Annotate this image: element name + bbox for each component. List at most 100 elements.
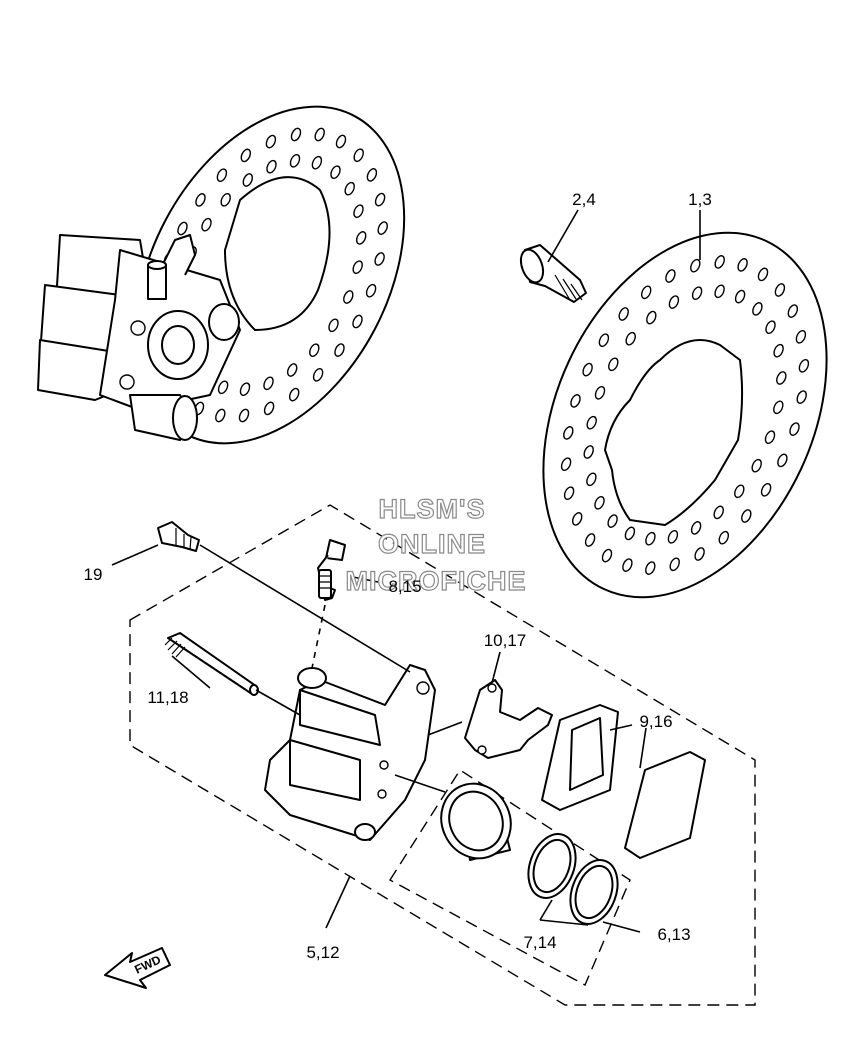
vent-hole: [328, 318, 339, 333]
vent-hole: [774, 283, 786, 297]
vent-hole: [798, 358, 810, 373]
bleed-screw: [317, 539, 346, 601]
vent-hole: [334, 343, 345, 357]
vent-hole: [760, 482, 772, 497]
vent-hole: [714, 255, 725, 269]
slide-pin: [164, 632, 259, 696]
vent-hole: [353, 148, 364, 163]
piston-seals: [527, 833, 619, 925]
vent-hole: [571, 512, 583, 526]
vent-hole: [570, 394, 581, 408]
vent-hole: [352, 314, 363, 329]
vent-hole: [789, 422, 800, 436]
vent-hole: [374, 192, 386, 207]
vent-hole: [594, 385, 606, 400]
disc-bolt: [519, 244, 587, 303]
vent-hole: [177, 221, 188, 236]
vent-hole: [764, 430, 776, 445]
vent-hole: [741, 509, 752, 523]
vent-hole: [563, 426, 574, 440]
vent-hole: [330, 165, 341, 180]
vent-hole: [713, 505, 724, 520]
vent-hole: [751, 458, 762, 473]
vent-hole: [290, 127, 302, 142]
vent-hole: [714, 284, 725, 299]
vent-hole: [734, 484, 745, 499]
callout-8-15: 8,15: [388, 577, 421, 596]
vent-hole: [667, 529, 679, 544]
vent-hole: [311, 155, 323, 170]
vent-hole: [668, 295, 680, 309]
vent-hole: [563, 486, 575, 501]
vent-hole: [765, 320, 776, 335]
vent-hole: [601, 548, 613, 563]
vent-hole: [594, 495, 605, 510]
vent-hole: [314, 127, 325, 142]
vent-hole: [240, 148, 252, 163]
vent-hole: [366, 168, 378, 182]
piston-group-boundary: [389, 769, 631, 986]
watermark-line-2: ONLINE: [378, 529, 486, 559]
watermark-line-1: HLSM'S: [379, 494, 486, 524]
vent-hole: [646, 310, 657, 325]
vent-hole: [795, 329, 807, 344]
vent-hole: [718, 530, 730, 545]
vent-hole: [640, 285, 652, 300]
callout-11-18: 11,18: [147, 688, 188, 707]
vent-hole: [796, 390, 807, 404]
vent-hole: [608, 357, 619, 372]
vent-hole: [201, 217, 212, 232]
vent-hole: [584, 533, 596, 547]
vent-hole: [286, 363, 298, 377]
vent-hole: [752, 302, 763, 316]
vent-hole: [665, 269, 676, 283]
vent-hole: [238, 408, 250, 423]
callout-1-3: 1,3: [688, 190, 712, 209]
vent-hole: [288, 387, 300, 402]
vent-hole: [344, 181, 355, 196]
vent-hole: [216, 168, 228, 183]
vent-hole: [242, 173, 254, 187]
brake-pads: [541, 704, 706, 859]
callout-5-12: 5,12: [306, 943, 339, 962]
vent-hole: [787, 304, 799, 318]
callout-19: 19: [84, 565, 103, 584]
vent-hole: [625, 331, 636, 346]
vent-hole: [352, 260, 363, 275]
vent-hole: [312, 367, 324, 382]
vent-hole: [215, 408, 226, 423]
vent-hole: [217, 380, 229, 395]
watermark-line-3: MICROFICHE: [346, 566, 527, 596]
leader-lines: [111, 209, 701, 933]
vent-hole: [335, 134, 347, 149]
vent-hole: [195, 193, 206, 207]
vent-hole: [374, 252, 385, 266]
watermark: HLSM'S ONLINE MICROFICHE: [345, 493, 527, 596]
vent-hole: [220, 192, 231, 207]
vent-hole: [586, 472, 597, 487]
vent-hole: [690, 521, 702, 535]
vent-hole: [669, 557, 680, 572]
piston: [440, 782, 512, 861]
vent-hole: [355, 231, 367, 245]
vent-hole: [263, 376, 274, 391]
vent-hole: [353, 204, 364, 219]
caliper-body: [264, 664, 436, 841]
vent-hole: [691, 286, 703, 301]
brake-disc: [542, 231, 828, 599]
vent-hole: [583, 445, 594, 459]
vent-hole: [263, 401, 275, 416]
vent-hole: [624, 526, 636, 541]
callout-6-13: 6,13: [657, 925, 690, 944]
vent-hole: [776, 371, 787, 385]
vent-hole: [618, 307, 629, 321]
vent-hole: [560, 457, 572, 472]
vent-hole: [694, 547, 705, 561]
mounting-bolt: [157, 521, 200, 552]
vent-hole: [365, 283, 377, 298]
vent-hole: [773, 400, 784, 415]
vent-hole: [773, 343, 784, 358]
callout-2-4: 2,4: [572, 190, 596, 209]
